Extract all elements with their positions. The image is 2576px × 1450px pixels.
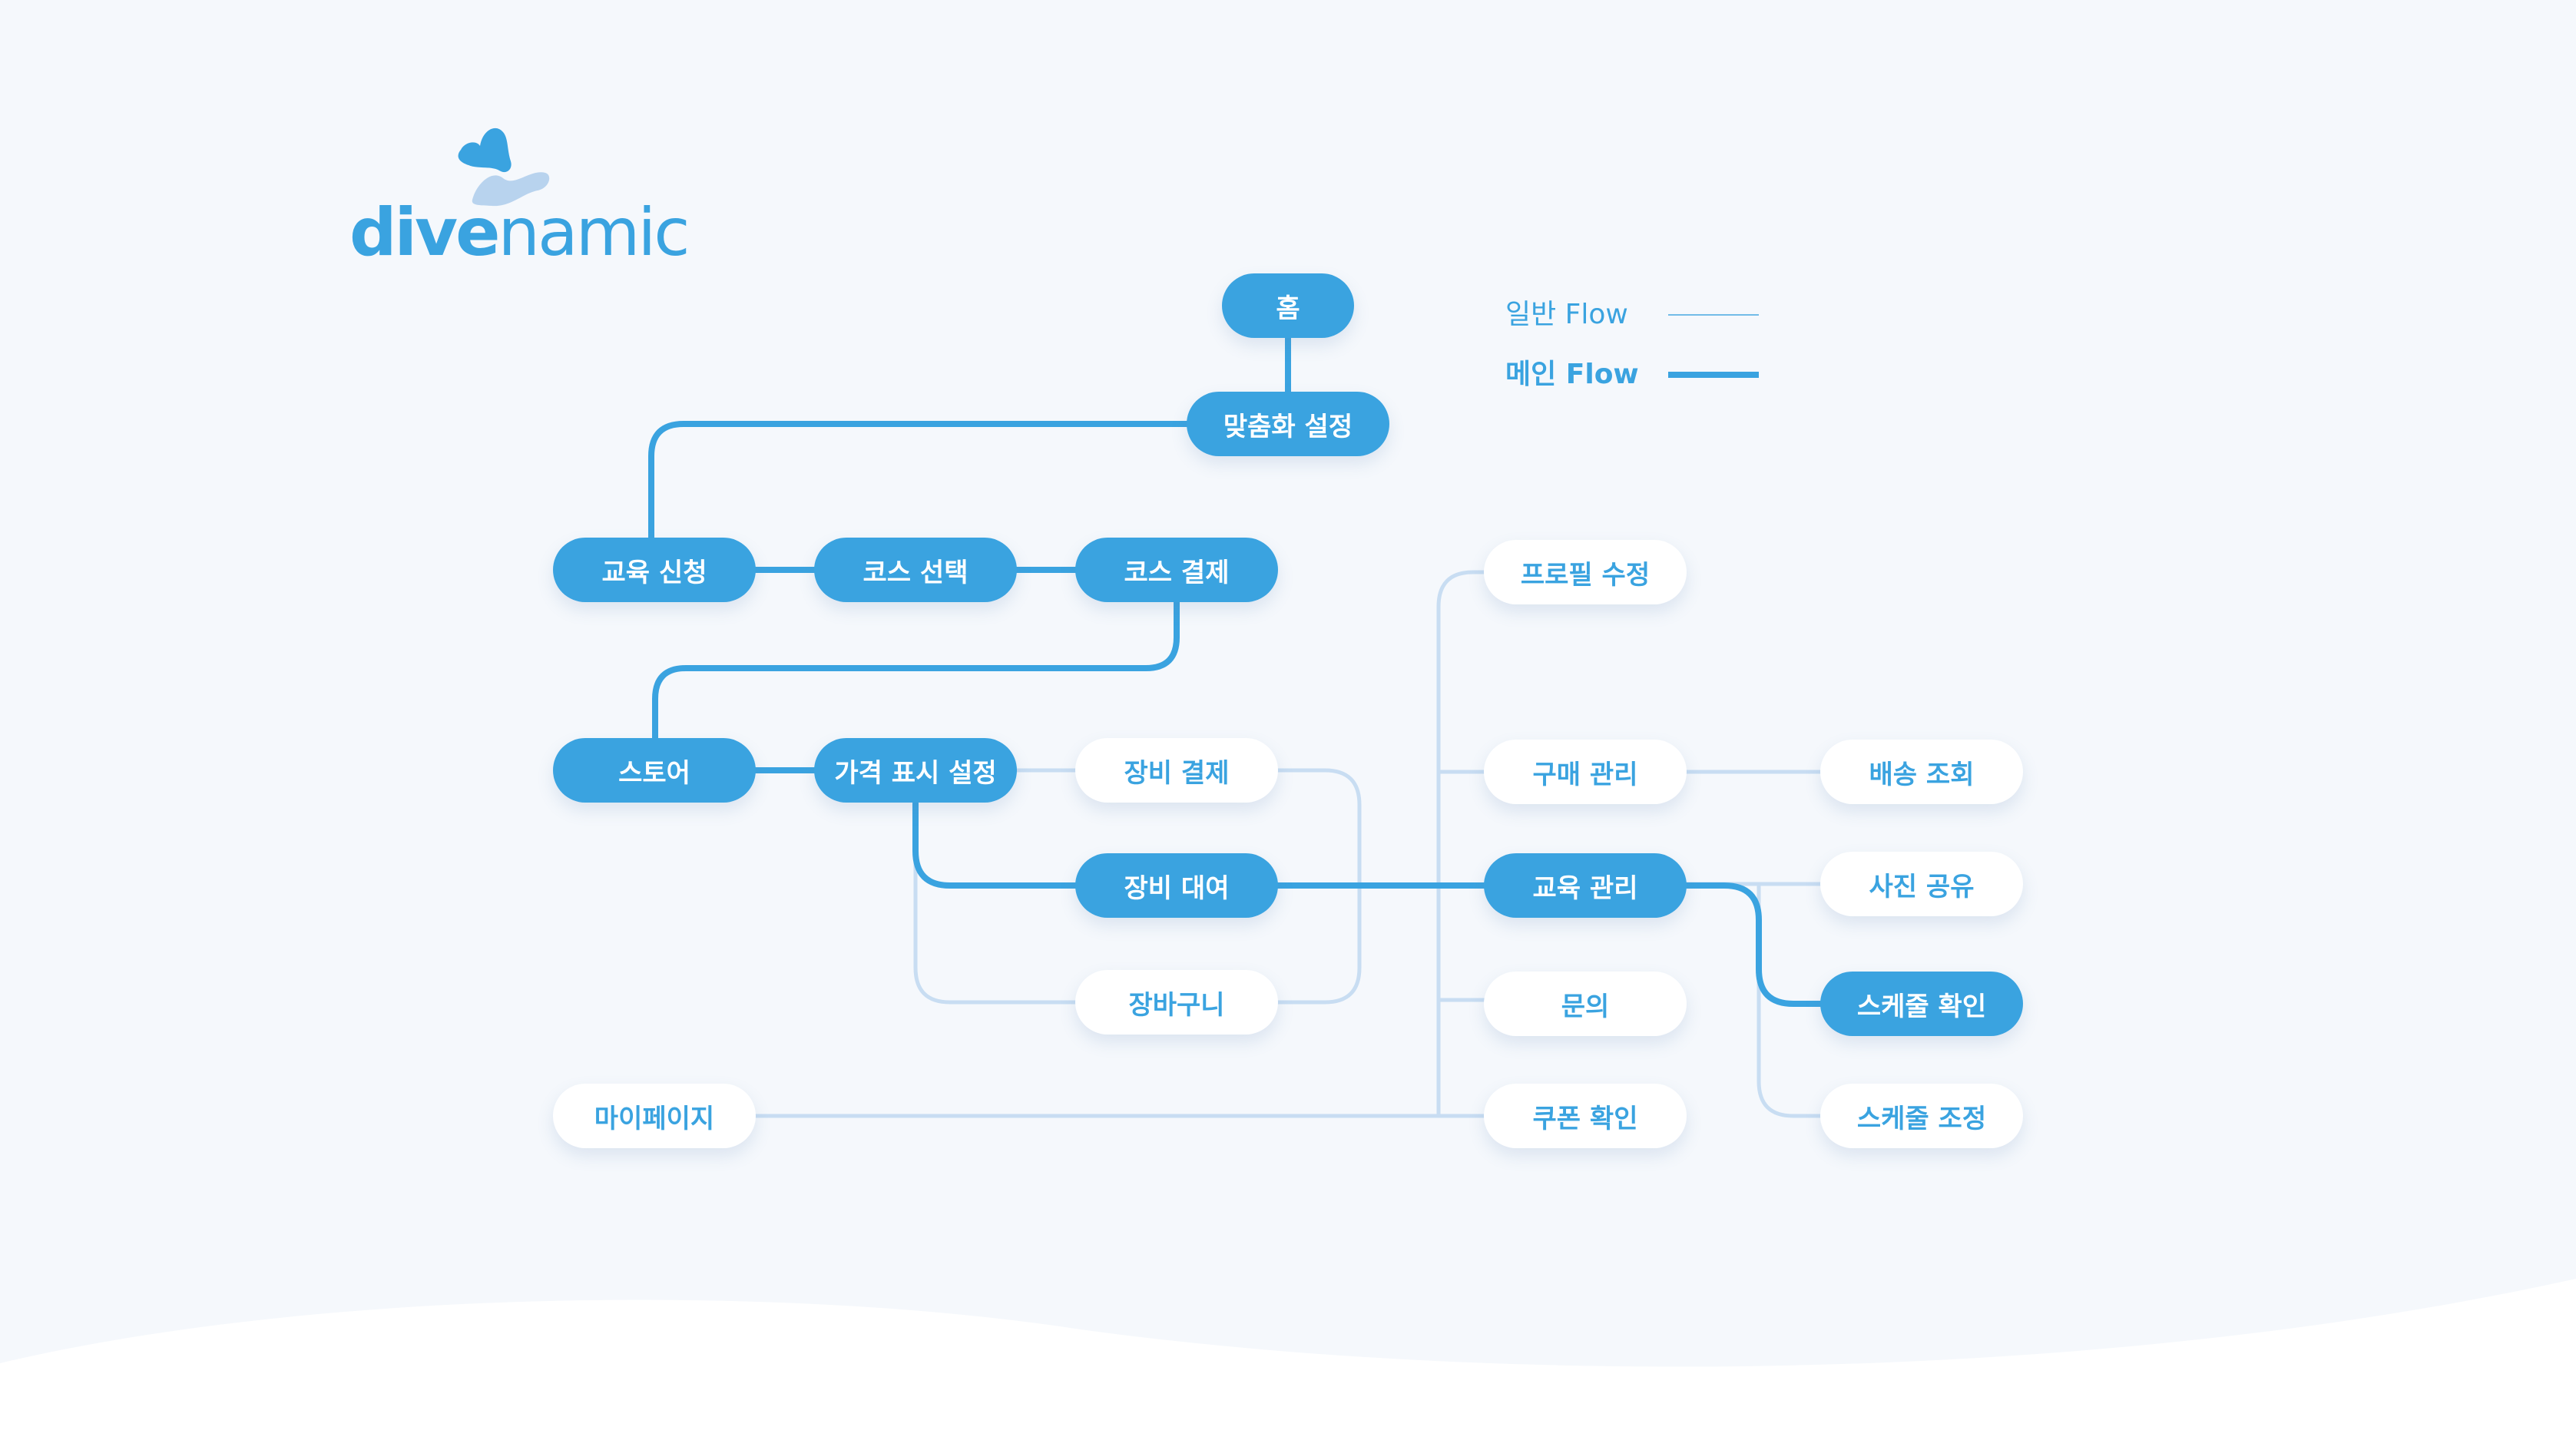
legend: 일반 Flow 메인 Flow <box>1505 296 1766 403</box>
node-inquiry[interactable]: 문의 <box>1484 972 1687 1036</box>
logo-wordmark-bold: dive <box>349 194 500 271</box>
edge-course-pay-to-store <box>652 599 1180 741</box>
node-schedule-check[interactable]: 스케줄 확인 <box>1820 972 2023 1036</box>
node-delivery[interactable]: 배송 조회 <box>1820 740 2023 804</box>
node-price-display[interactable]: 가격 표시 설정 <box>814 738 1017 803</box>
node-profile-edit[interactable]: 프로필 수정 <box>1484 540 1687 604</box>
edge-edu-manage-to-schedule <box>1684 882 1823 1007</box>
node-purchase-manage[interactable]: 구매 관리 <box>1484 740 1687 804</box>
node-edu-apply[interactable]: 교육 신청 <box>553 538 756 602</box>
edge-edu-to-adjust <box>1757 882 1823 1118</box>
node-home[interactable]: 홈 <box>1222 273 1354 338</box>
node-edu-manage[interactable]: 교육 관리 <box>1484 853 1687 918</box>
legend-normal-label: 일반 Flow <box>1505 299 1628 330</box>
node-coupon[interactable]: 쿠폰 확인 <box>1484 1084 1687 1148</box>
logo-wordmark: divenamic <box>349 200 690 266</box>
node-cart[interactable]: 장바구니 <box>1075 970 1278 1035</box>
wave-logo-icon <box>458 127 550 207</box>
legend-normal-line <box>1668 314 1759 316</box>
edge-price-to-equip-rent <box>912 800 1078 889</box>
edge-personalize-to-edu-apply <box>648 421 1190 541</box>
node-course-select[interactable]: 코스 선택 <box>814 538 1017 602</box>
edge-mypage-trunk <box>753 570 1486 1118</box>
legend-main-label: 메인 Flow <box>1505 359 1639 390</box>
node-photo-share[interactable]: 사진 공유 <box>1820 852 2023 916</box>
node-personalize[interactable]: 맞춤화 설정 <box>1187 392 1389 456</box>
legend-main-flow: 메인 Flow <box>1505 356 1766 394</box>
logo-wordmark-light: namic <box>498 194 690 271</box>
edge-price-to-cart <box>913 801 1078 1005</box>
node-mypage[interactable]: 마이페이지 <box>553 1084 756 1148</box>
node-equip-rent[interactable]: 장비 대여 <box>1075 853 1278 918</box>
divenamic-logo: divenamic <box>349 123 690 276</box>
legend-normal-flow: 일반 Flow <box>1505 296 1766 334</box>
node-course-pay[interactable]: 코스 결제 <box>1075 538 1278 602</box>
node-schedule-adjust[interactable]: 스케줄 조정 <box>1820 1084 2023 1148</box>
legend-main-line <box>1668 372 1759 378</box>
node-store[interactable]: 스토어 <box>553 738 756 803</box>
node-equip-pay[interactable]: 장비 결제 <box>1075 738 1278 803</box>
